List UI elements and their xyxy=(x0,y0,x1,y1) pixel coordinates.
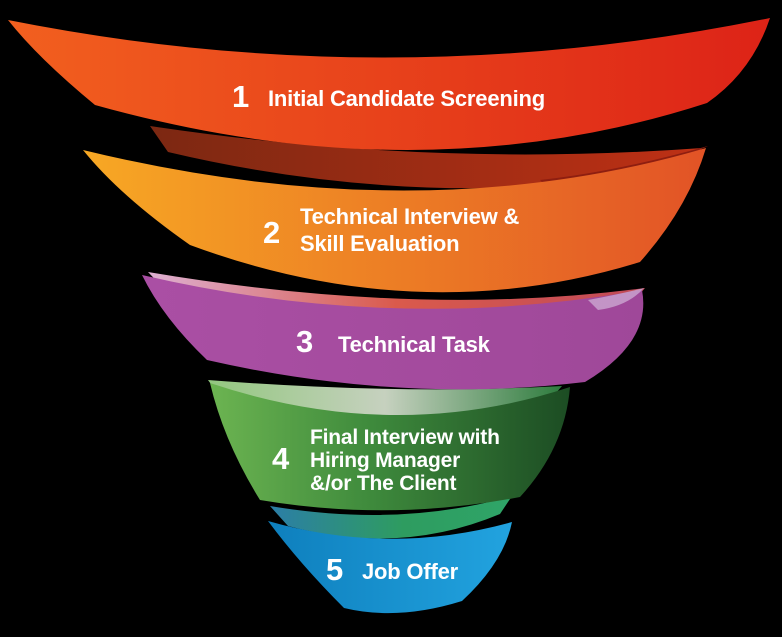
stage-4-number: 4 xyxy=(272,441,290,476)
funnel-band-3 xyxy=(142,275,644,390)
stage-1-number: 1 xyxy=(232,79,249,114)
fold-under-stage-1 xyxy=(150,126,702,189)
stage-4-label-line-1: Final Interview with xyxy=(310,426,500,449)
funnel-band-4 xyxy=(210,383,570,511)
fold-under-stage-4 xyxy=(270,496,512,539)
stage-3-highlight-tip xyxy=(588,288,644,310)
stage-1-label: Initial Candidate Screening xyxy=(268,86,545,111)
funnel-band-2 xyxy=(83,148,706,293)
stage-3-label: Technical Task xyxy=(338,332,491,357)
funnel-band-1 xyxy=(8,18,770,151)
stage-5-label: Job Offer xyxy=(362,559,459,584)
stage-2-label-line-1: Technical Interview & xyxy=(300,204,519,229)
stage-5-number: 5 xyxy=(326,552,343,587)
funnel-band-5 xyxy=(268,521,512,614)
stage-2-label-line-2: Skill Evaluation xyxy=(300,231,459,256)
stage-3-number: 3 xyxy=(296,324,313,359)
stage-2-number: 2 xyxy=(263,215,280,250)
stage-4-label-line-3: &/or The Client xyxy=(310,472,457,495)
stage-4-label-line-2: Hiring Manager xyxy=(310,449,460,472)
